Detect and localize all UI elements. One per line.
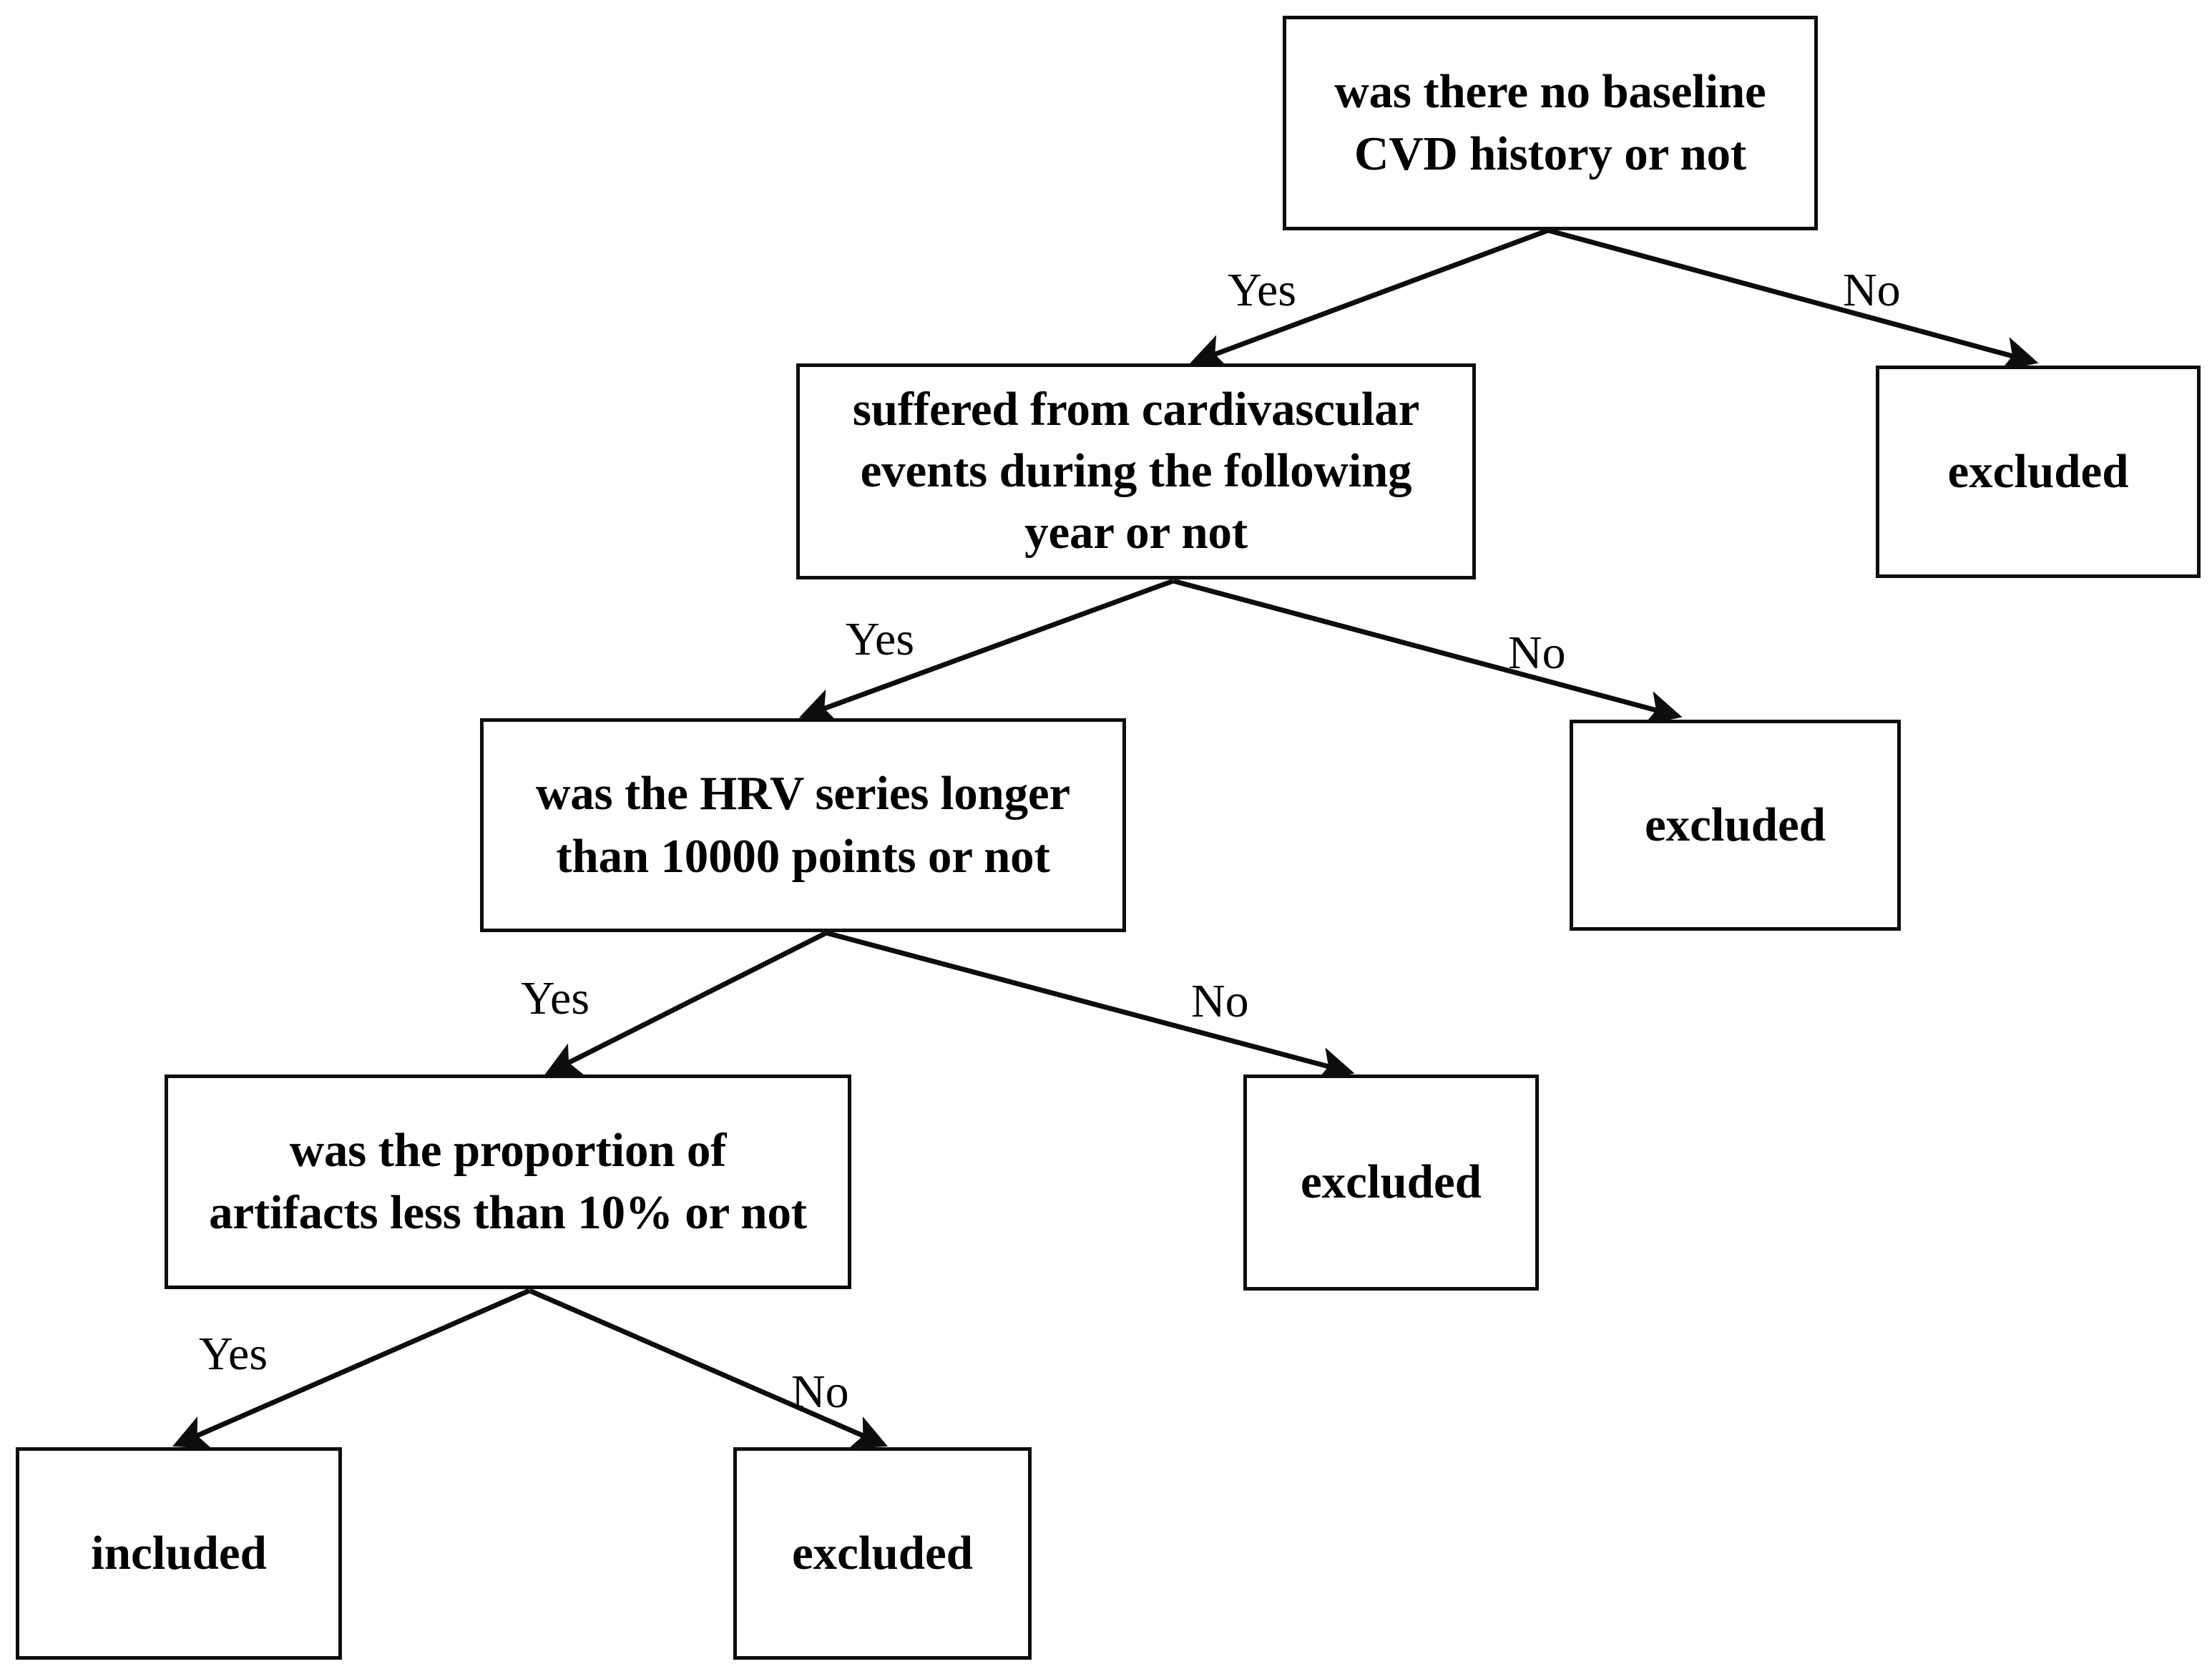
edge-e2 bbox=[1547, 227, 2039, 371]
node-excluded-1-label: excluded bbox=[1947, 444, 2129, 498]
edge-label-no-root: No bbox=[1843, 264, 1901, 316]
node-included[interactable]: included bbox=[16, 1447, 342, 1660]
edge-label-yes-events: Yes bbox=[846, 613, 915, 665]
node-excluded-2[interactable]: excluded bbox=[1570, 720, 1901, 931]
edge-label-no-hrv: No bbox=[1191, 975, 1249, 1027]
node-included-label: included bbox=[91, 1526, 267, 1580]
node-artifact-proportion-question[interactable]: was the proportion of artifacts less tha… bbox=[165, 1075, 851, 1289]
node-cardiovascular-events-question[interactable]: suffered from cardivascular events durin… bbox=[796, 363, 1476, 579]
node-excluded-3-label: excluded bbox=[1300, 1155, 1482, 1209]
edge-e5 bbox=[544, 930, 828, 1075]
node-artifact-proportion-label: was the proportion of artifacts less tha… bbox=[209, 1123, 807, 1239]
edge-label-no-artifacts: No bbox=[791, 1366, 849, 1418]
node-excluded-1[interactable]: excluded bbox=[1876, 366, 2201, 578]
node-hrv-length-question[interactable]: was the HRV series longer than 10000 poi… bbox=[480, 718, 1126, 932]
edge-label-yes-hrv: Yes bbox=[521, 972, 590, 1024]
node-excluded-2-label: excluded bbox=[1644, 798, 1826, 851]
node-root-label: was there no baseline CVD history or not bbox=[1334, 64, 1766, 180]
node-cardiovascular-events-label: suffered from cardivascular events durin… bbox=[852, 383, 1420, 559]
node-excluded-4-label: excluded bbox=[791, 1526, 974, 1580]
edge-e4 bbox=[1173, 578, 1683, 725]
edge-label-yes-artifacts: Yes bbox=[199, 1328, 268, 1380]
edge-label-yes-root: Yes bbox=[1228, 264, 1297, 316]
node-root-question[interactable]: was there no baseline CVD history or not bbox=[1283, 16, 1818, 230]
edge-label-no-events: No bbox=[1508, 627, 1566, 679]
node-excluded-3[interactable]: excluded bbox=[1243, 1075, 1539, 1291]
edge-e6 bbox=[826, 930, 1355, 1082]
node-hrv-length-label: was the HRV series longer than 10000 poi… bbox=[536, 767, 1070, 883]
node-excluded-4[interactable]: excluded bbox=[733, 1447, 1032, 1660]
